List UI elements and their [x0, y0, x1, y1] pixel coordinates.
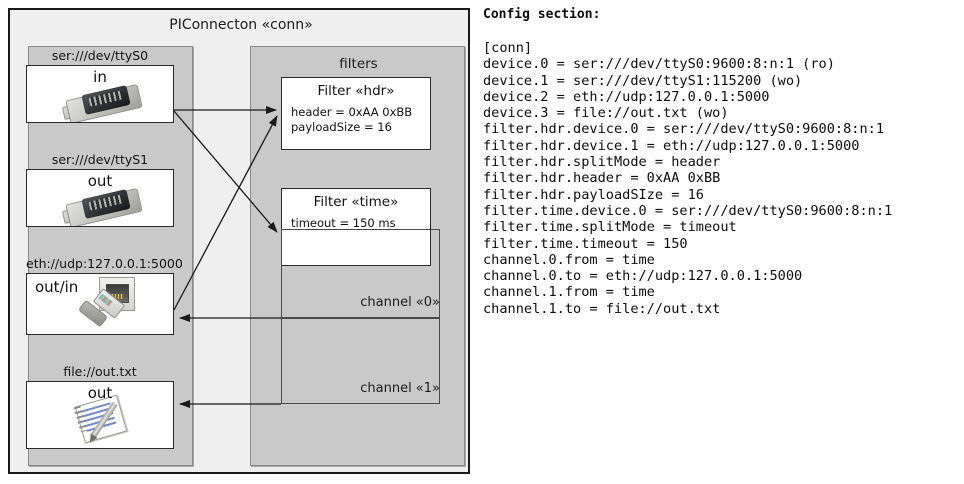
device-file[interactable]: file://out.txt out [26, 364, 174, 449]
device-ttys1[interactable]: ser:///dev/ttyS1 out [26, 152, 174, 227]
filter-hdr-box[interactable]: Filter «hdr» header = 0xAA 0xBB payloadS… [281, 77, 431, 150]
serial-port-icon [61, 83, 145, 122]
text-file-icon [73, 394, 137, 445]
channel-0-box[interactable] [281, 229, 440, 318]
filter-time-title: Filter «time» [313, 194, 399, 210]
config-line: channel.1.from = time [483, 284, 655, 301]
connector-title: PIConnecton «conn» [169, 17, 313, 33]
device-file-label: file://out.txt [63, 364, 137, 379]
config-section: Config section: [conn]device.0 = ser:///… [483, 0, 961, 484]
config-line: filter.hdr.header = 0xAA 0xBB [483, 170, 721, 187]
config-line: channel.1.to = file://out.txt [483, 300, 721, 317]
ethernet-jack-icon [77, 277, 171, 331]
config-line: device.1 = ser:///dev/ttyS1:115200 (wo) [483, 72, 803, 89]
config-line: [conn] [483, 40, 533, 56]
config-heading: Config section: [483, 7, 601, 22]
device-ttys0-label: ser:///dev/ttyS0 [51, 48, 149, 63]
device-file-box[interactable]: out [26, 381, 174, 449]
config-line: filter.hdr.device.0 = ser:///dev/ttyS0:9… [483, 121, 885, 138]
filter-time-box[interactable]: Filter «time» timeout = 150 ms [281, 188, 431, 266]
config-line: filter.hdr.device.1 = eth://udp:127.0.0.… [483, 137, 860, 154]
device-file-mode: out [87, 384, 113, 402]
filters-panel-title: filters [339, 56, 378, 72]
filter-hdr-prop-payloadsize: payloadSize = 16 [291, 120, 392, 134]
serial-port-icon [61, 187, 145, 226]
config-line: filter.hdr.payloadSIze = 16 [483, 186, 704, 203]
device-ttys1-mode: out [87, 172, 113, 190]
device-ttys0-box[interactable]: in [26, 65, 174, 123]
config-line: filter.hdr.splitMode = header [483, 154, 721, 171]
device-eth[interactable]: eth://udp:127.0.0.1:5000 out/in [26, 256, 183, 335]
device-eth-label: eth://udp:127.0.0.1:5000 [26, 256, 183, 271]
channel-1-box[interactable] [281, 318, 440, 404]
config-line: channel.0.to = eth://udp:127.0.0.1:5000 [483, 268, 803, 285]
device-ttys1-box[interactable]: out [26, 169, 174, 227]
device-ttys1-label: ser:///dev/ttyS1 [51, 152, 149, 167]
config-line: filter.time.timeout = 150 [483, 235, 688, 252]
device-ttys0-mode: in [93, 68, 107, 86]
channel-1-label: channel «1» [360, 381, 440, 396]
config-line: filter.time.splitMode = timeout [483, 219, 737, 236]
config-line: device.3 = file://out.txt (wo) [483, 105, 729, 122]
config-line: device.0 = ser:///dev/ttyS0:9600:8:n:1 (… [483, 56, 835, 73]
device-eth-mode: out/in [35, 278, 79, 296]
filter-hdr-title: Filter «hdr» [317, 83, 395, 99]
config-lines: [conn]device.0 = ser:///dev/ttyS0:9600:8… [483, 40, 892, 317]
config-line: device.2 = eth://udp:127.0.0.1:5000 [483, 88, 770, 105]
filter-hdr-prop-header: header = 0xAA 0xBB [291, 105, 413, 119]
config-line: filter.time.device.0 = ser:///dev/ttyS0:… [483, 202, 893, 219]
device-ttys0[interactable]: ser:///dev/ttyS0 in [26, 48, 174, 123]
channel-0-label: channel «0» [360, 295, 440, 310]
config-line: channel.0.from = time [483, 251, 655, 268]
filter-time-prop-timeout: timeout = 150 ms [291, 216, 396, 230]
device-eth-box[interactable]: out/in [26, 273, 174, 335]
